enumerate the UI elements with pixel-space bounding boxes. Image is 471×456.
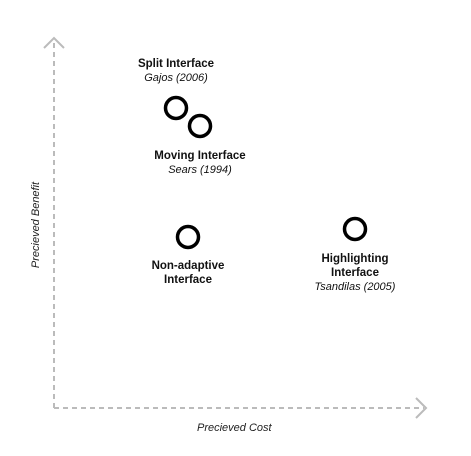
moving-interface-citation: Sears (1994) [168,164,232,176]
split-interface-name: Split Interface [137,58,215,70]
highlighting-name-line1: Highlighting [321,253,389,265]
y-axis-label: Precieved Benefit [30,181,42,269]
highlighting-interface-label: Highlighting Interface Tsandilas (2005) [300,252,410,294]
moving-interface-name: Moving Interface [154,150,246,162]
non-adaptive-name-line1: Non-adaptive [151,260,225,272]
x-axis-arrowhead [415,397,428,419]
split-interface-marker [163,95,189,121]
highlighting-interface-citation: Tsandilas (2005) [314,281,396,293]
moving-interface-marker [187,113,213,139]
moving-interface-label: Moving Interface Sears (1994) [134,149,266,177]
non-adaptive-interface-marker [175,224,201,250]
non-adaptive-name-line2: Interface [164,274,212,286]
highlighting-name-line2: Interface [331,267,379,279]
highlighting-interface-marker [342,216,368,242]
non-adaptive-interface-label: Non-adaptive Interface [130,259,246,287]
split-interface-citation: Gajos (2006) [144,72,208,84]
y-axis-arrowhead [43,36,65,49]
x-axis-label: Precieved Cost [197,422,272,434]
split-interface-label: Split Interface Gajos (2006) [111,57,241,85]
